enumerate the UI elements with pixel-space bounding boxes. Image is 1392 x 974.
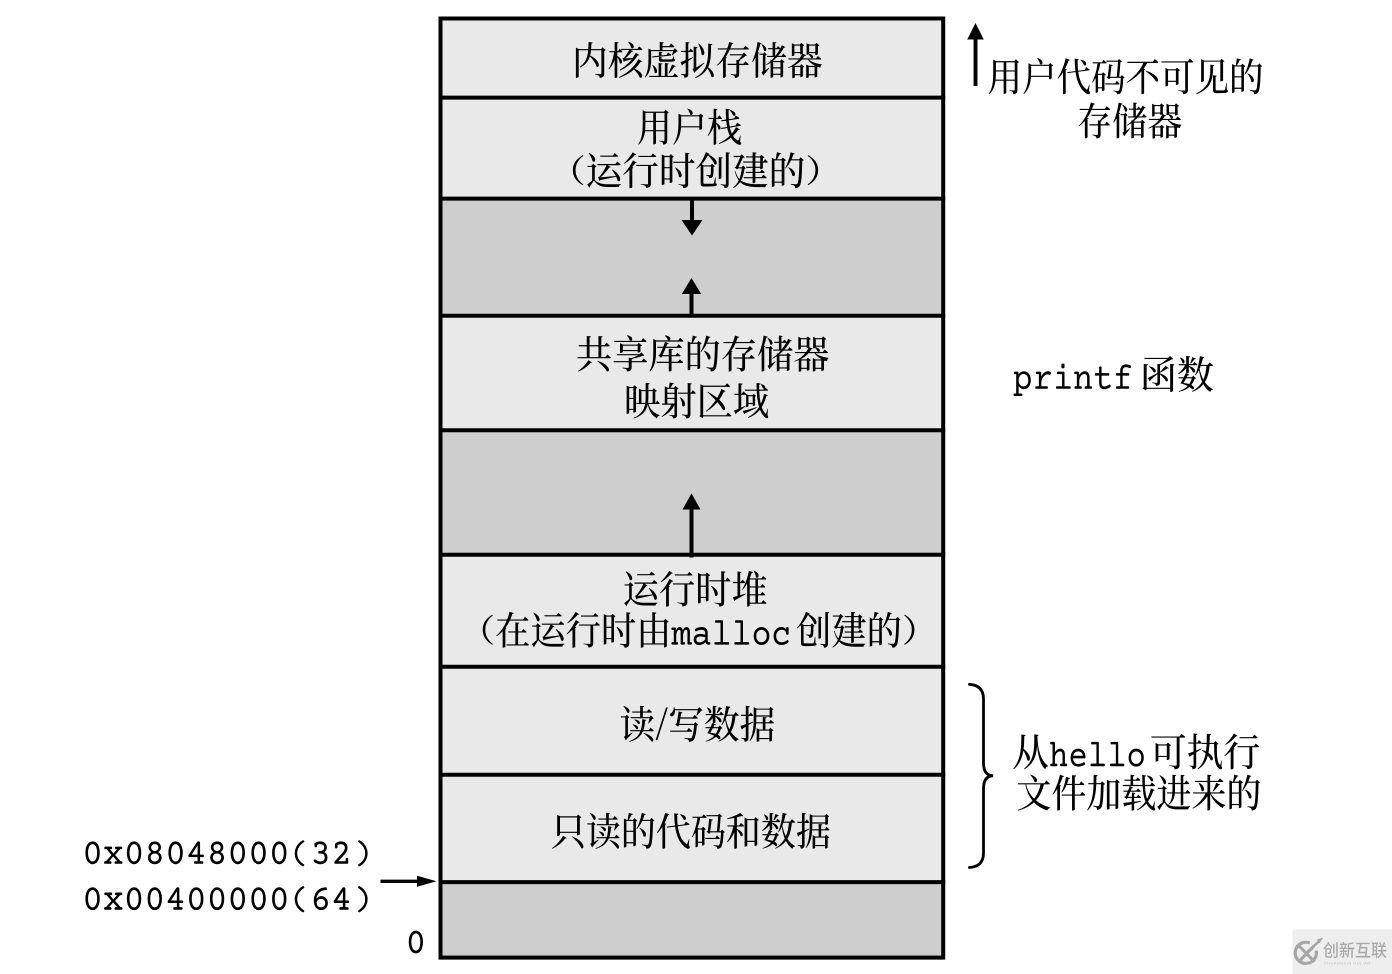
svg-text:CHUANGXIN HULIAN: CHUANGXIN HULIAN: [1324, 961, 1371, 966]
